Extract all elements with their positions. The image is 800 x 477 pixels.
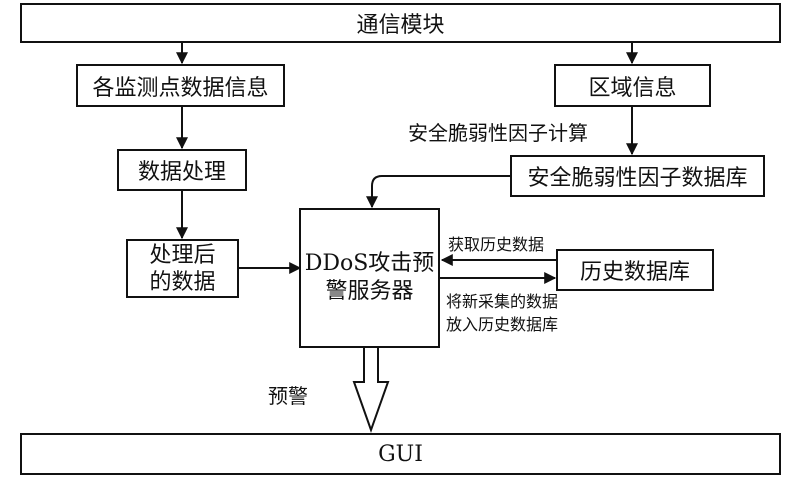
store-history-label-line1: 将新采集的数据 bbox=[446, 292, 559, 311]
security-factor-db-label: 安全脆弱性因子数据库 bbox=[527, 166, 748, 191]
alert-label: 预警 bbox=[268, 384, 308, 408]
data-processing-label: 数据处理 bbox=[137, 160, 226, 185]
store-history-label: 将新采集的数据 放入历史数据库 bbox=[446, 290, 558, 336]
security-factor-db-box: 安全脆弱性因子数据库 bbox=[510, 155, 765, 197]
comm-module-label: 通信模块 bbox=[356, 13, 445, 38]
processed-data-label-line2: 的数据 bbox=[149, 269, 216, 295]
arrow-factor-db-to-server bbox=[366, 175, 512, 209]
comm-module-box: 通信模块 bbox=[20, 3, 781, 43]
security-factor-calc-label: 安全脆弱性因子计算 bbox=[408, 121, 588, 145]
monitor-data-box: 各监测点数据信息 bbox=[76, 64, 285, 107]
region-info-label: 区域信息 bbox=[588, 75, 677, 101]
processed-data-label-line1: 处理后 bbox=[149, 242, 216, 268]
region-info-box: 区域信息 bbox=[554, 64, 711, 107]
ddos-server-box: DDoS攻击预 警服务器 bbox=[299, 208, 440, 348]
history-db-label: 历史数据库 bbox=[579, 260, 690, 285]
data-processing-box: 数据处理 bbox=[117, 149, 247, 191]
ddos-server-label-line1: DDoS攻击预 bbox=[304, 251, 435, 276]
monitor-data-label: 各监测点数据信息 bbox=[92, 75, 269, 101]
get-history-label: 获取历史数据 bbox=[448, 235, 545, 254]
gui-label: GUI bbox=[378, 441, 423, 467]
ddos-server-label-line2: 警服务器 bbox=[325, 279, 414, 304]
gui-box: GUI bbox=[20, 433, 781, 475]
store-history-label-line2: 放入历史数据库 bbox=[446, 315, 559, 334]
alert-arrow bbox=[352, 346, 390, 433]
history-db-box: 历史数据库 bbox=[556, 249, 714, 291]
processed-data-box: 处理后 的数据 bbox=[126, 239, 239, 298]
